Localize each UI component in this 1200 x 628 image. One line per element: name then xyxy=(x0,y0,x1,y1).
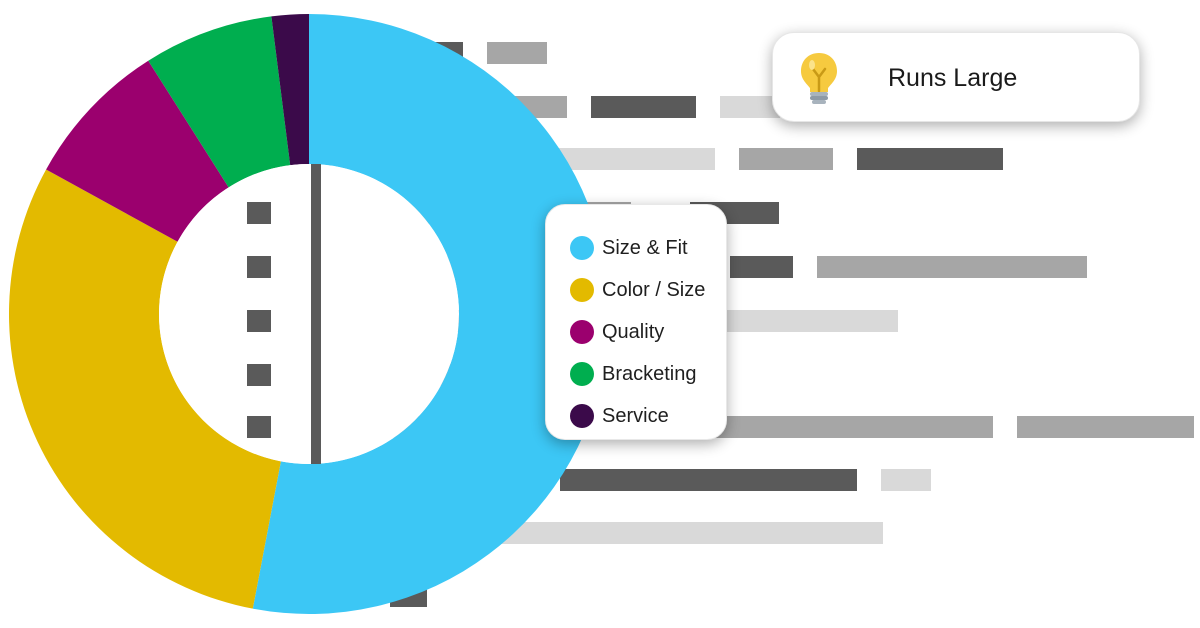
background-bar xyxy=(487,42,547,64)
legend-swatch-quality xyxy=(570,320,594,344)
background-bar xyxy=(739,148,833,170)
donut-slice-0 xyxy=(252,14,610,614)
center-dash xyxy=(247,416,271,438)
background-bar xyxy=(560,469,857,491)
background-bar xyxy=(730,256,793,278)
donut-slices xyxy=(8,14,610,614)
donut-slice-1 xyxy=(8,169,281,609)
legend-swatch-color-size xyxy=(570,278,594,302)
lightbulb-icon xyxy=(801,53,837,104)
center-dash xyxy=(247,202,271,224)
background-bar xyxy=(540,148,715,170)
background-bar xyxy=(817,256,1087,278)
legend-swatch-size-fit xyxy=(570,236,594,260)
legend-item: Bracketing xyxy=(546,353,726,395)
background-bar xyxy=(720,310,898,332)
legend-label: Quality xyxy=(602,320,665,343)
donut-center xyxy=(159,164,459,464)
donut-hole xyxy=(159,164,459,464)
background-bar xyxy=(720,96,780,118)
legend-item: Service xyxy=(546,395,726,437)
legend-label: Bracketing xyxy=(602,362,697,385)
background-bar xyxy=(591,96,696,118)
center-dash xyxy=(247,310,271,332)
legend-item: Color / Size xyxy=(546,269,726,311)
donut-slice-3 xyxy=(148,16,291,188)
legend-swatch-service xyxy=(570,404,594,428)
donut-slice-4 xyxy=(271,14,309,166)
callout-label: Runs Large xyxy=(888,64,1018,92)
center-divider xyxy=(311,164,321,464)
donut-slice-2 xyxy=(46,60,229,242)
chart-legend: Size & Fit Color / Size Quality Bracketi… xyxy=(545,204,727,440)
legend-item: Size & Fit xyxy=(546,227,726,269)
legend-label: Size & Fit xyxy=(602,236,688,259)
legend-item: Quality xyxy=(546,311,726,353)
center-dash xyxy=(247,256,271,278)
runs-large-callout: Runs Large xyxy=(772,32,1140,122)
background-bar xyxy=(881,469,931,491)
background-bar xyxy=(1017,416,1194,438)
legend-label: Color / Size xyxy=(602,278,706,301)
legend-swatch-bracketing xyxy=(570,362,594,386)
legend-label: Service xyxy=(602,404,669,427)
background-bar xyxy=(857,148,1003,170)
center-dash xyxy=(247,364,271,386)
background-bar xyxy=(440,522,883,544)
